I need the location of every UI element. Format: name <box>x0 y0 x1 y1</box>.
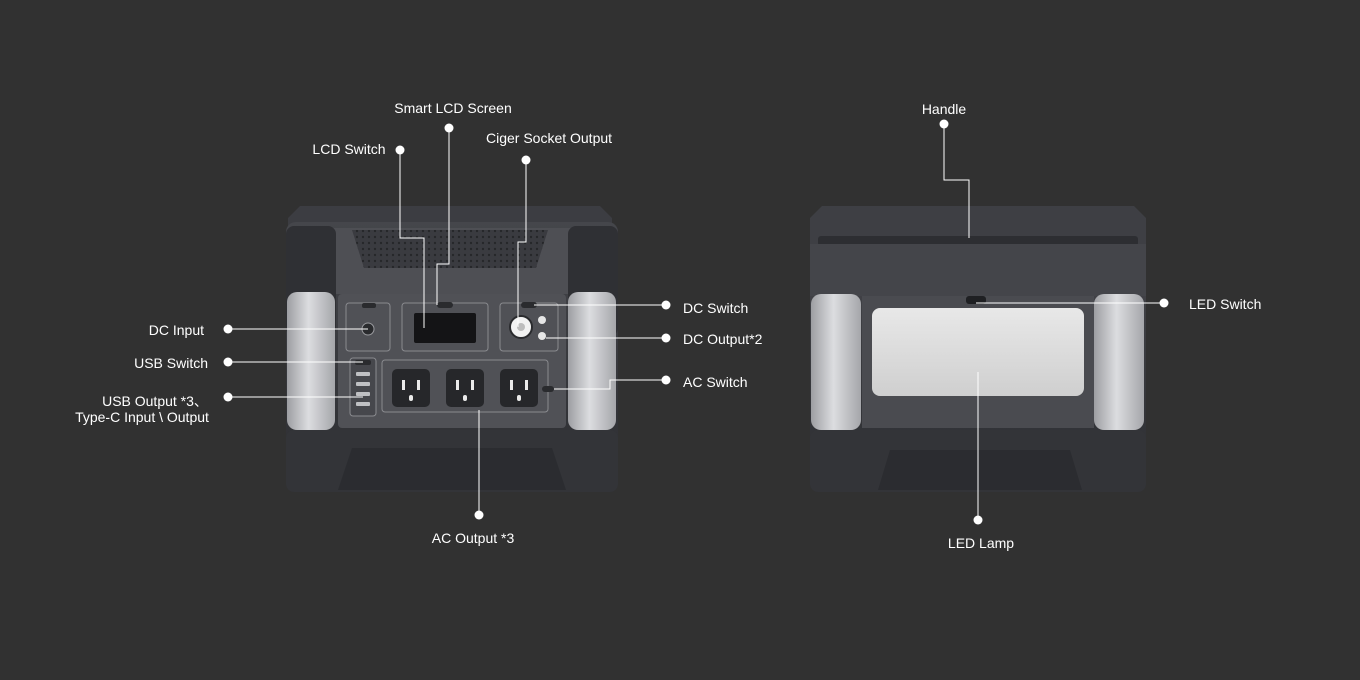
dot-ac-switch <box>661 375 671 385</box>
dot-lcd-switch <box>395 145 405 155</box>
dc-output-port-2 <box>538 332 546 340</box>
dot-usb-switch <box>223 357 233 367</box>
label-smart-lcd-screen: Smart LCD Screen <box>394 100 512 116</box>
leader-smart-lcd <box>436 128 450 305</box>
label-dc-switch: DC Switch <box>683 300 749 316</box>
label-usb-switch: USB Switch <box>134 355 208 371</box>
dot-dc-output <box>661 333 671 343</box>
front-right-side-panel <box>568 292 616 430</box>
label-ac-output: AC Output *3 <box>431 530 515 546</box>
label-usb-output-line2: Type-C Input \ Output <box>75 409 209 425</box>
leader-handle <box>943 124 970 238</box>
dot-handle <box>939 119 949 129</box>
label-led-switch: LED Switch <box>1189 296 1262 312</box>
dot-ac-output <box>474 510 484 520</box>
leader-lines <box>228 124 1164 520</box>
label-led-lamp: LED Lamp <box>947 535 1015 551</box>
label-lcd-switch: LCD Switch <box>312 141 386 157</box>
ac-switch-button <box>542 386 554 392</box>
label-ciger-socket-output: Ciger Socket Output <box>485 130 613 146</box>
leader-lcd-switch <box>399 150 425 328</box>
led-switch-button <box>966 296 986 304</box>
dot-usb-output <box>223 392 233 402</box>
label-usb-output-line1: USB Output *3、 <box>102 393 208 409</box>
ac-outlet-1 <box>392 369 430 407</box>
front-power-station <box>286 206 618 492</box>
label-dc-output: DC Output*2 <box>683 331 763 347</box>
handle <box>818 236 1138 246</box>
dot-smart-lcd <box>444 123 454 133</box>
led-lamp <box>872 308 1084 396</box>
dc-switch-button <box>521 302 537 308</box>
lcd-screen <box>414 313 476 343</box>
label-handle: Handle <box>921 101 967 117</box>
rear-right-side-panel <box>1094 294 1144 430</box>
front-left-side-panel <box>287 292 335 430</box>
dot-led-lamp <box>973 515 983 525</box>
lcd-switch-button <box>437 302 453 308</box>
leader-dots <box>223 119 1169 525</box>
ac-outlet-3 <box>500 369 538 407</box>
label-dc-input: DC Input <box>148 322 204 338</box>
dot-led-switch <box>1159 298 1169 308</box>
dot-dc-input <box>223 324 233 334</box>
ac-outlet-2 <box>446 369 484 407</box>
dot-ciger <box>521 155 531 165</box>
leader-ac-switch <box>554 379 666 390</box>
rear-power-station <box>810 206 1146 492</box>
rear-left-side-panel <box>811 294 861 430</box>
front-vent-grill <box>352 230 548 268</box>
label-ac-switch: AC Switch <box>683 374 748 390</box>
leader-ciger <box>517 160 527 327</box>
dc-output-port-1 <box>538 316 546 324</box>
dot-dc-switch <box>661 300 671 310</box>
